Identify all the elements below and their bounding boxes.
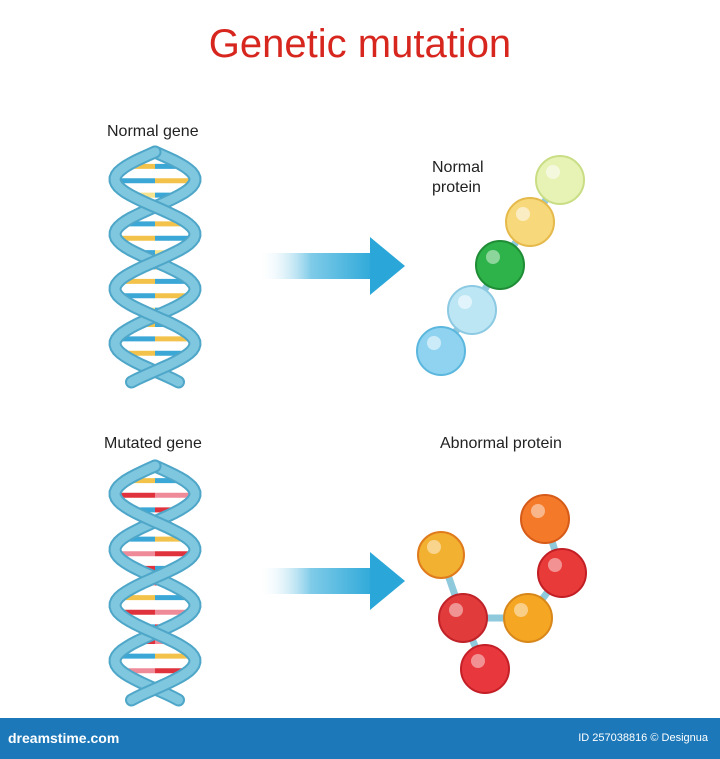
abnormal-bead-1 [520,494,570,544]
abnormal-protein-chain-icon [417,494,587,694]
normal-dna-helix-icon [108,145,202,389]
normal-gene-label: Normal gene [107,123,199,140]
dna-strand [110,461,200,705]
abnormal-bead-2 [537,548,587,598]
abnormal-protein-label: Abnormal protein [440,435,562,452]
normal-protein-label-line1: Normal [432,159,484,176]
normal-protein-chain-icon [416,155,585,376]
mutated-dna-helix-icon [108,459,202,707]
dna-strand [110,147,200,387]
footer-bar: dreamstime.com ID 257038816 © Designua [0,718,720,759]
abnormal-bead-4 [417,531,465,579]
abnormal-bead-5 [438,593,488,643]
normal-bead-3 [475,240,525,290]
footer-image-id: ID 257038816 © Designua [578,732,708,744]
diagram-canvas [108,145,587,707]
arrow-top-icon [258,237,405,295]
dna-strand [110,461,200,705]
abnormal-bead-6 [460,644,510,694]
normal-protein-label-line2: protein [432,179,481,196]
normal-bead-5 [416,326,466,376]
arrow-bottom-icon [258,552,405,610]
diagram-title: Genetic mutation [208,22,512,66]
abnormal-bead-3 [503,593,553,643]
footer-logo[interactable]: dreamstime.com [8,730,120,746]
dna-strand [110,147,200,387]
mutated-gene-label: Mutated gene [104,435,202,452]
normal-bead-2 [505,197,555,247]
normal-bead-1 [535,155,585,205]
normal-bead-4 [447,285,497,335]
